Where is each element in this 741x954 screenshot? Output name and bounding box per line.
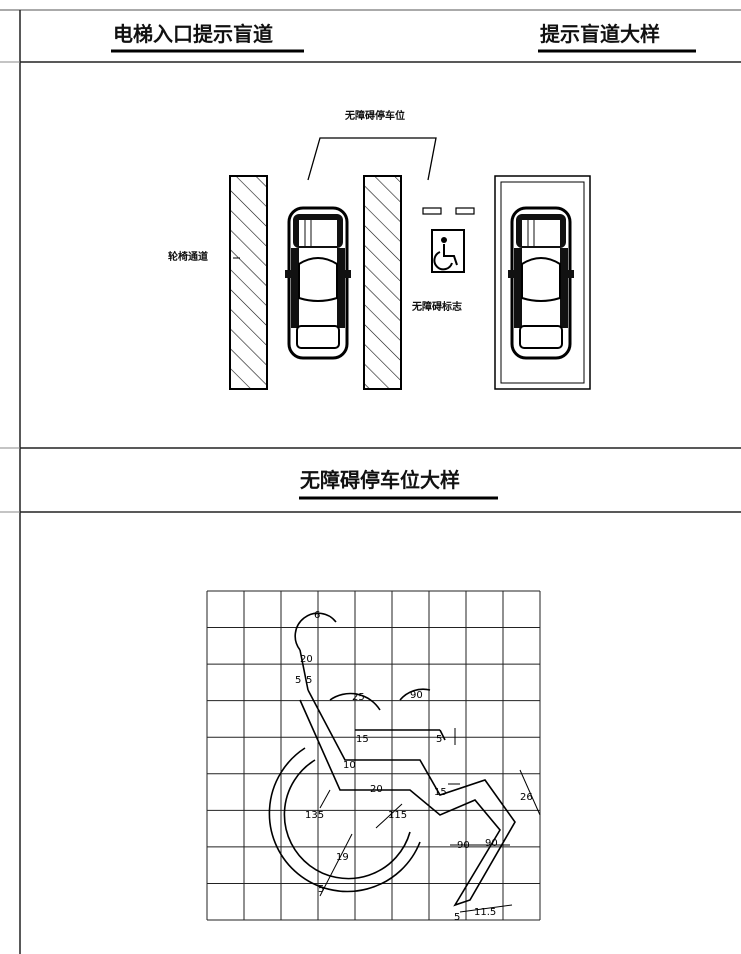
dim-90-top: 90 — [410, 690, 423, 701]
dim-15-leg: 15 — [434, 787, 447, 798]
dim-5-bottom-left: 5 — [318, 884, 324, 895]
dim-26: 26 — [520, 792, 533, 803]
dim-20: 20 — [300, 654, 313, 665]
accessible-sign-label: 无障碍标志 — [412, 302, 462, 313]
dim-10: 10 — [343, 760, 356, 771]
accessible-sign-icon — [431, 229, 465, 273]
accessible-parking-label: 无障碍停车位 — [345, 111, 405, 122]
wheelchair-aisle-strip-middle — [363, 175, 402, 390]
dim-135: 135 — [305, 810, 324, 821]
dim-5-bottom: 5 — [454, 912, 460, 923]
dim-90-b: 90 — [485, 838, 498, 849]
dim-5-right: 5 — [436, 734, 442, 745]
wheelchair-aisle-strip-left — [229, 175, 268, 390]
dim-11-5: 11.5 — [474, 907, 496, 918]
title-tactile-paving-detail: 提示盲道大样 — [540, 22, 660, 46]
dim-5b: 5 — [306, 675, 312, 686]
dim-15-arm: 15 — [356, 734, 369, 745]
dim-90-a: 90 — [457, 840, 470, 851]
title-elevator-tactile-paving: 电梯入口提示盲道 — [113, 22, 273, 46]
dim-19: 19 — [336, 852, 349, 863]
parking-space-outline-right — [494, 175, 591, 390]
title-accessible-parking-detail: 无障碍停车位大样 — [300, 468, 460, 492]
dim-25: 25 — [352, 692, 365, 703]
dim-115: 115 — [388, 810, 407, 821]
dim-6: 6 — [314, 610, 320, 621]
dim-5a: 5 — [295, 675, 301, 686]
dim-20-leg: 20 — [370, 784, 383, 795]
wheelchair-aisle-label: 轮椅通道 — [168, 252, 208, 263]
grid — [206, 590, 541, 921]
